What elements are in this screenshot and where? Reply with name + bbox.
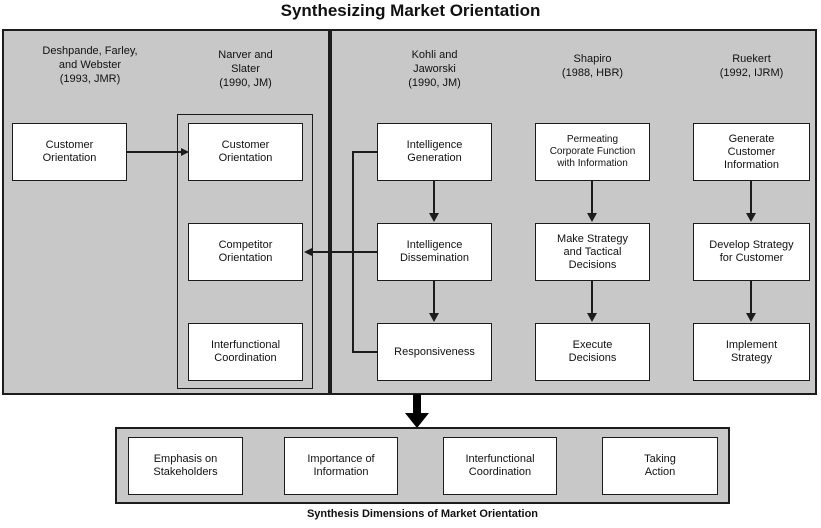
node-shapiro-permeating-corporate-function: Permeating Corporate Function with Infor… <box>535 123 650 181</box>
node-narver-customer-orientation: Customer Orientation <box>188 123 303 181</box>
arrow-kohli-gen-to-diss-head <box>428 213 439 222</box>
arrow-kohli-diss-to-resp-head <box>428 313 439 322</box>
node-synthesis-interfunctional-coordination: Interfunctional Coordination <box>443 437 557 495</box>
synthesis-big-arrow-shaft <box>413 394 421 414</box>
bracket-kohli-vertical-line <box>352 151 354 353</box>
arrow-dissemination-to-competitor-head <box>304 247 312 256</box>
column-header-shapiro: Shapiro (1988, HBR) <box>561 53 624 79</box>
column-header-ruekert: Ruekert (1992, IJRM) <box>719 53 784 79</box>
diagram-caption: Synthesis Dimensions of Market Orientati… <box>306 508 539 520</box>
arrow-deshpande-to-narver-head <box>181 147 189 156</box>
bracket-kohli-top-line <box>352 151 378 153</box>
arrow-deshpande-to-narver-line <box>127 151 182 153</box>
node-shapiro-make-strategy: Make Strategy and Tactical Decisions <box>535 223 650 281</box>
node-synthesis-emphasis-stakeholders: Emphasis on Stakeholders <box>128 437 243 495</box>
node-synthesis-taking-action: Taking Action <box>602 437 718 495</box>
node-kohli-intelligence-dissemination: Intelligence Dissemination <box>377 223 492 281</box>
node-deshpande-customer-orientation: Customer Orientation <box>12 123 127 181</box>
node-synthesis-importance-information: Importance of Information <box>284 437 398 495</box>
node-ruekert-implement-strategy: Implement Strategy <box>693 323 810 381</box>
node-shapiro-execute-decisions: Execute Decisions <box>535 323 650 381</box>
arrow-dissemination-to-competitor-line <box>312 251 377 253</box>
arrow-shapiro-strategy-to-execute-line <box>591 281 593 314</box>
arrow-ruekert-generate-to-develop-line <box>750 181 752 214</box>
arrow-shapiro-strategy-to-execute-head <box>586 313 597 322</box>
column-header-narver: Narver and Slater (1990, JM) <box>218 49 273 89</box>
node-kohli-responsiveness: Responsiveness <box>377 323 492 381</box>
column-header-kohli: Kohli and Jaworski (1990, JM) <box>408 49 461 89</box>
node-kohli-intelligence-generation: Intelligence Generation <box>377 123 492 181</box>
node-narver-competitor-orientation: Competitor Orientation <box>188 223 303 281</box>
arrow-ruekert-generate-to-develop-head <box>745 213 756 222</box>
arrow-ruekert-develop-to-implement-head <box>745 313 756 322</box>
arrow-kohli-diss-to-resp-line <box>433 281 435 314</box>
node-ruekert-generate-customer-information: Generate Customer Information <box>693 123 810 181</box>
arrow-kohli-gen-to-diss-line <box>433 181 435 214</box>
column-header-deshpande: Deshpande, Farley, and Webster (1993, JM… <box>42 45 138 85</box>
node-narver-interfunctional-coordination: Interfunctional Coordination <box>188 323 303 381</box>
arrow-shapiro-permeate-to-strategy-head <box>586 213 597 222</box>
bracket-kohli-bottom-line <box>352 351 378 353</box>
arrow-ruekert-develop-to-implement-line <box>750 281 752 314</box>
diagram-title: Synthesizing Market Orientation <box>280 1 541 20</box>
arrow-shapiro-permeate-to-strategy-line <box>591 181 593 214</box>
node-ruekert-develop-strategy: Develop Strategy for Customer <box>693 223 810 281</box>
synthesis-big-arrow-head <box>405 413 429 428</box>
